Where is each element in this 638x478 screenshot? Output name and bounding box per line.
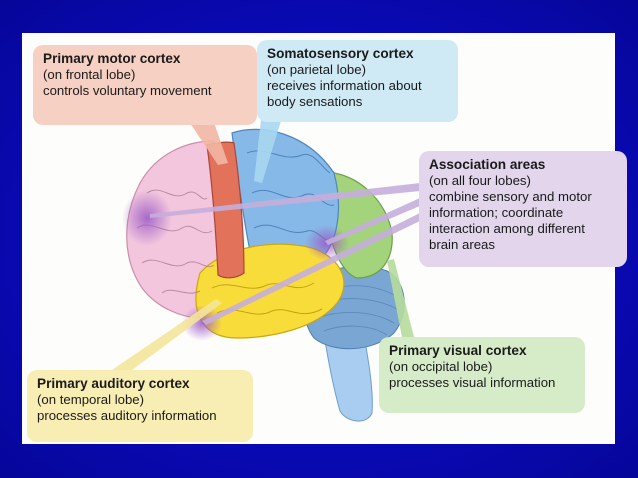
assoc-pointer-3 bbox=[202, 213, 424, 325]
visual-pointer bbox=[387, 259, 414, 337]
visual-line-2: processes visual information bbox=[389, 375, 556, 390]
visual-line-1: (on occipital lobe) bbox=[389, 359, 493, 374]
motor-cortex-label: Primary motor cortex (on frontal lobe) c… bbox=[33, 45, 257, 125]
somatosensory-title: Somatosensory cortex bbox=[267, 46, 414, 61]
assoc-pointer-2 bbox=[325, 198, 422, 245]
auditory-line-1: (on temporal lobe) bbox=[37, 392, 145, 407]
association-line-5: brain areas bbox=[429, 237, 495, 252]
association-line-1: (on all four lobes) bbox=[429, 173, 531, 188]
brain-illustration bbox=[112, 111, 424, 422]
motor-cortex-line-1: (on frontal lobe) bbox=[43, 67, 136, 82]
association-line-4: interaction among different bbox=[429, 221, 585, 236]
somatosensory-line-3: body sensations bbox=[267, 94, 363, 109]
assoc-pointer-1 bbox=[150, 183, 420, 218]
auditory-cortex-label: Primary auditory cortex (on temporal lob… bbox=[27, 370, 253, 442]
association-areas-label: Association areas (on all four lobes) co… bbox=[419, 151, 627, 267]
association-line-2: combine sensory and motor bbox=[429, 189, 592, 204]
association-line-3: information; coordinate bbox=[429, 205, 564, 220]
visual-title: Primary visual cortex bbox=[389, 343, 527, 358]
association-title: Association areas bbox=[429, 157, 546, 172]
auditory-title: Primary auditory cortex bbox=[37, 376, 190, 391]
diagram-panel: Primary motor cortex (on frontal lobe) c… bbox=[22, 33, 627, 444]
somatosensory-line-2: receives information about bbox=[267, 78, 422, 93]
somatosensory-line-1: (on parietal lobe) bbox=[267, 62, 366, 77]
auditory-pointer bbox=[112, 299, 222, 370]
association-area-frontal bbox=[122, 190, 172, 246]
association-area-temporal bbox=[182, 305, 222, 341]
auditory-line-2: processes auditory information bbox=[37, 408, 217, 423]
motor-cortex-line-2: controls voluntary movement bbox=[43, 83, 212, 98]
visual-cortex-label: Primary visual cortex (on occipital lobe… bbox=[379, 337, 585, 413]
motor-cortex-title: Primary motor cortex bbox=[43, 51, 181, 66]
somatosensory-cortex-label: Somatosensory cortex (on parietal lobe) … bbox=[257, 40, 458, 122]
somato-pointer bbox=[254, 111, 284, 183]
